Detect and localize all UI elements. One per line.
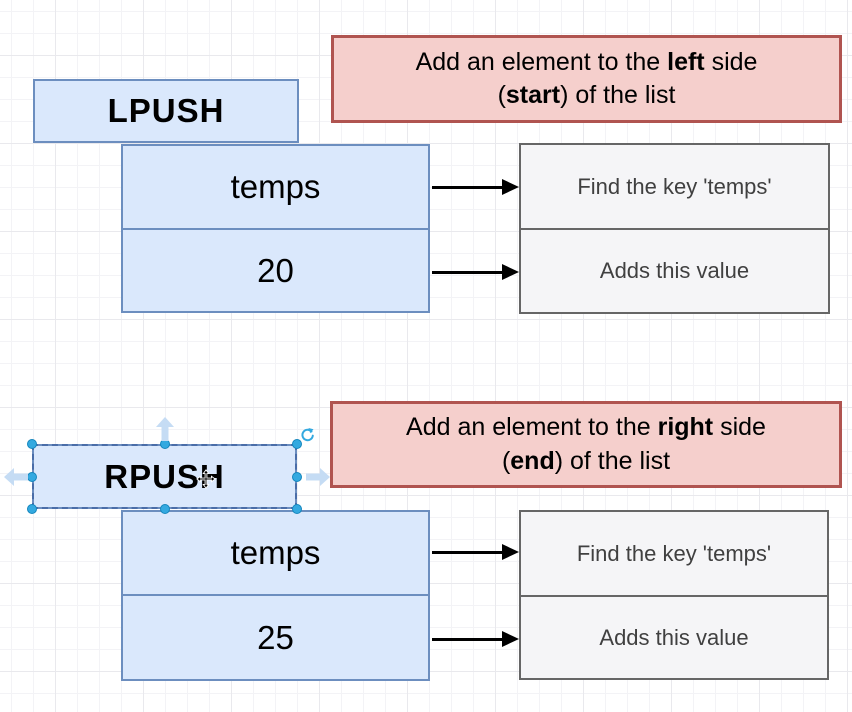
connector-arrow-key-lpush[interactable]: [432, 179, 519, 195]
value-label: 20: [257, 251, 294, 289]
direction-arrow-right-icon[interactable]: [306, 468, 330, 486]
command-label: LPUSH: [107, 92, 225, 129]
value-box-lpush[interactable]: 20: [121, 228, 430, 313]
note-text: Add an element to the: [415, 47, 668, 76]
move-cursor-icon: [196, 469, 216, 489]
rotate-handle-icon[interactable]: [299, 427, 315, 443]
resize-handle-middle-left[interactable]: [27, 471, 37, 482]
resize-handle-bottom-middle[interactable]: [159, 504, 170, 514]
value-label: 25: [257, 618, 294, 656]
key-label: temps: [230, 168, 321, 205]
resize-handle-top-right[interactable]: [292, 439, 302, 449]
note-box-rpush[interactable]: Add an element to the right side (end) o…: [330, 401, 842, 488]
resize-handle-top-left[interactable]: [27, 439, 37, 449]
note-text-bold: right: [657, 413, 714, 441]
note-line: Add an element to the right side: [406, 411, 766, 445]
note-text: Add an element to the: [406, 413, 658, 441]
connector-arrow-value-lpush[interactable]: [432, 264, 519, 280]
resize-handle-middle-right[interactable]: [292, 471, 302, 482]
connector-arrow-key-rpush[interactable]: [432, 544, 519, 560]
note-text: (: [497, 81, 506, 109]
note-text-bold: start: [505, 81, 561, 109]
key-box-lpush[interactable]: temps: [121, 144, 430, 230]
step-label: Adds this value: [599, 624, 749, 650]
value-box-rpush[interactable]: 25: [121, 594, 430, 681]
direction-arrow-left-icon[interactable]: [4, 468, 28, 486]
note-line: Add an element to the left side: [416, 46, 758, 80]
key-box-rpush[interactable]: temps: [121, 510, 430, 596]
command-label: RPUSH: [104, 457, 225, 495]
step-box-find-key-lpush[interactable]: Find the key 'temps': [519, 143, 830, 230]
note-text-bold: left: [667, 47, 705, 76]
note-text: ) of the list: [560, 81, 676, 109]
connector-arrow-value-rpush[interactable]: [432, 631, 519, 647]
step-label: Adds this value: [599, 258, 750, 283]
resize-handle-bottom-left[interactable]: [27, 504, 37, 514]
note-line: (start) of the list: [498, 79, 676, 113]
note-text: ) of the list: [554, 446, 671, 475]
command-box-lpush[interactable]: LPUSH: [33, 79, 299, 143]
step-box-find-key-rpush[interactable]: Find the key 'temps': [519, 510, 829, 597]
resize-handle-bottom-right[interactable]: [292, 504, 302, 514]
key-label: temps: [230, 534, 321, 571]
step-box-adds-value-rpush[interactable]: Adds this value: [519, 595, 829, 680]
step-label: Find the key 'temps': [577, 173, 772, 199]
note-box-lpush[interactable]: Add an element to the left side (start) …: [331, 35, 842, 123]
selection-handles-layer: [27, 439, 302, 514]
step-box-adds-value-lpush[interactable]: Adds this value: [519, 228, 830, 314]
note-text: side: [704, 47, 758, 76]
note-text: (: [501, 446, 511, 475]
note-text: side: [713, 413, 766, 441]
direction-arrow-up-icon[interactable]: [156, 417, 174, 441]
note-line: (end) of the list: [502, 445, 670, 479]
step-label: Find the key 'temps': [576, 540, 772, 566]
note-text-bold: end: [510, 446, 555, 475]
command-box-rpush[interactable]: RPUSH: [32, 444, 297, 509]
